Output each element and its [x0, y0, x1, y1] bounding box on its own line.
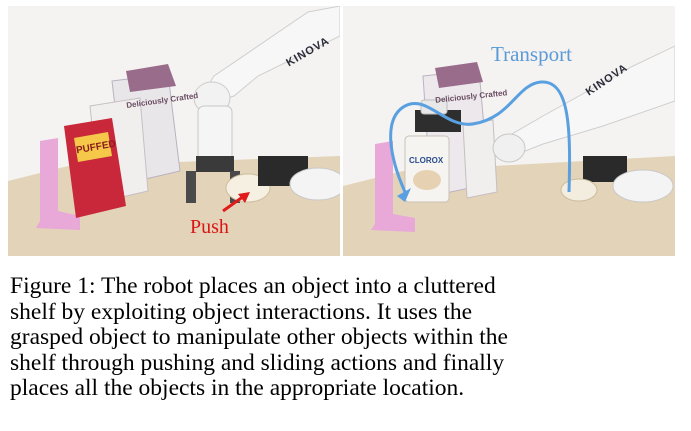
caption-line-1: Figure 1: The robot places an object int…	[10, 273, 496, 299]
cereal-box-back-top	[435, 62, 483, 88]
clorox-container	[404, 135, 450, 203]
cereal-box-back-top	[126, 64, 176, 92]
cereal-box-side	[462, 119, 498, 199]
target-object	[560, 178, 598, 202]
scene-right-illustration	[343, 6, 675, 256]
push-arrow-line	[222, 194, 245, 213]
puffed-box-label	[74, 132, 112, 162]
second-robot-wrist	[612, 169, 674, 203]
pink-bookend	[36, 138, 80, 230]
caption-line-2: shelf by exploiting object interactions.…	[10, 298, 473, 325]
gripper-finger-left	[186, 171, 196, 203]
robot-joint	[492, 133, 526, 163]
push-label: Push	[190, 216, 229, 238]
robot-forearm	[197, 105, 233, 163]
caption-line-4: shelf through pushing and sliding action…	[10, 349, 505, 376]
gripper-top	[420, 99, 448, 115]
gripper	[415, 110, 461, 132]
push-arrow-head	[238, 192, 250, 203]
box-text-right-clorox: CLOROX	[409, 156, 444, 165]
transport-label: Transport	[491, 42, 572, 66]
gripper-base	[196, 156, 234, 172]
photo-left-push: KINOVA Deliciously Crafted PUFFED Push	[8, 6, 340, 256]
second-robot-wrist	[289, 167, 340, 201]
caption-line-3: grasped object to manipulate other objec…	[10, 324, 508, 350]
figure-caption: Figure 1: The robot places an object int…	[10, 273, 680, 402]
transport-arrow-head	[397, 188, 411, 202]
scene-left-illustration	[8, 6, 340, 256]
transport-path	[389, 80, 572, 193]
photo-right-transport: KINOVA Deliciously Crafted CLOROX Transp…	[343, 6, 675, 256]
caption-line-5: places all the objects in the appropriat…	[10, 375, 465, 401]
clorox-label	[413, 170, 441, 190]
pink-bookend	[371, 141, 415, 232]
